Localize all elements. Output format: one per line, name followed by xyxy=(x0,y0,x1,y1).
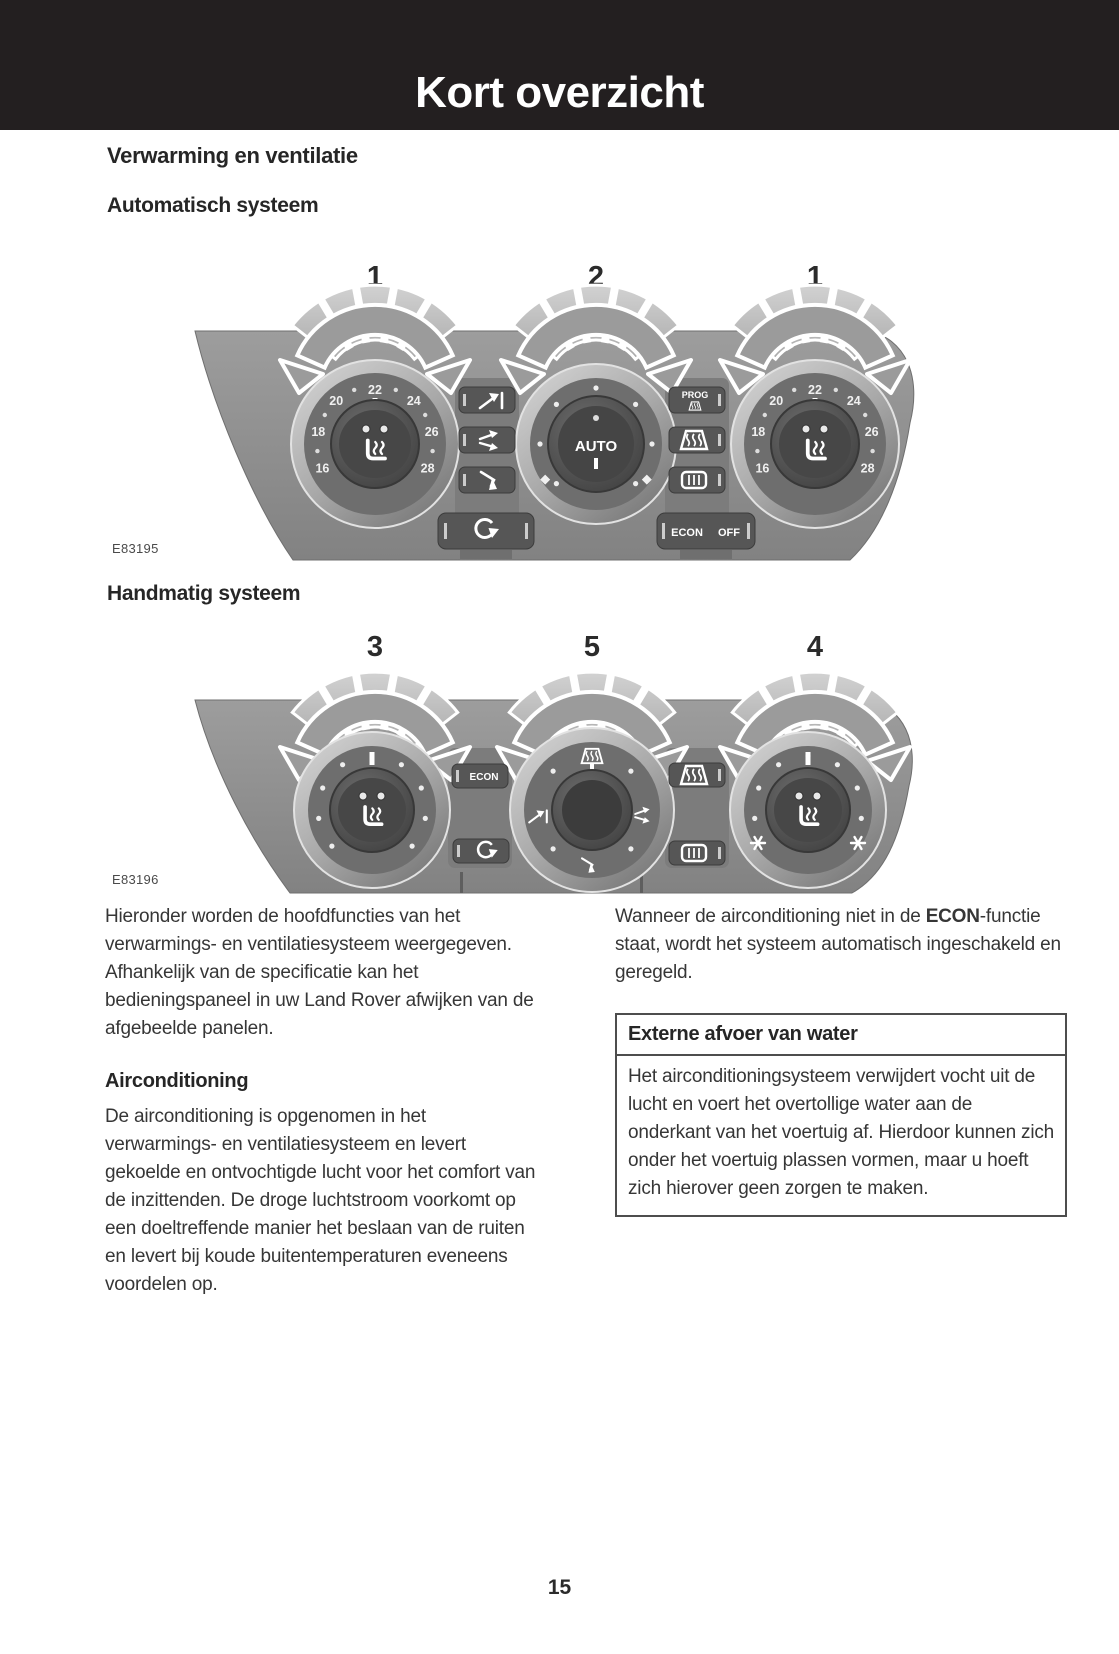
vent-bilevel-button xyxy=(458,426,516,454)
rear-defrost-button xyxy=(668,466,726,494)
airconditioning-heading: Airconditioning xyxy=(105,1070,249,1092)
rear-defrost-button xyxy=(668,840,726,866)
econ-off-button: ECON OFF xyxy=(656,512,756,550)
svg-text:22: 22 xyxy=(368,383,382,397)
automatic-climate-panel-illustration: 1 2 1 16 18 20 22 24 26 28 xyxy=(194,261,915,561)
econ-paragraph: Wanneer de airconditioning niet in de EC… xyxy=(615,906,1061,983)
callout-3: 3 xyxy=(367,631,383,663)
left-text-column: Hieronder worden de hoofdfuncties van he… xyxy=(105,903,542,1299)
figure-id-manual: E83196 xyxy=(112,872,159,887)
temperature-knob-left: 16 18 20 22 24 26 28 xyxy=(290,359,460,529)
callout-5: 5 xyxy=(584,631,600,663)
econ-label: ECON xyxy=(470,772,499,783)
off-label: OFF xyxy=(718,527,740,539)
svg-text:28: 28 xyxy=(421,462,435,476)
info-box-text: Het airconditioningsysteem verwijdert vo… xyxy=(628,1066,1055,1199)
manual-panel-figure: 3 5 4 xyxy=(140,590,1000,907)
right-text-column: Wanneer de airconditioning niet in de EC… xyxy=(615,903,1067,1217)
section-heading: Verwarming en ventilatie xyxy=(107,143,358,168)
econ-button: ECON xyxy=(451,763,509,789)
svg-text:26: 26 xyxy=(865,425,879,439)
defrost-buttons: PROG xyxy=(668,386,726,494)
air-distribution-knob xyxy=(509,727,675,893)
info-box-title: Externe afvoer van water xyxy=(617,1015,1065,1056)
seat-heater-knob-right xyxy=(729,731,887,889)
figure-id-automatic: E83195 xyxy=(112,541,159,556)
svg-text:18: 18 xyxy=(751,425,765,439)
vent-floor-button xyxy=(458,466,516,494)
prog-label: PROG xyxy=(682,390,709,400)
svg-text:24: 24 xyxy=(847,394,861,408)
svg-text:16: 16 xyxy=(755,462,769,476)
auto-label: AUTO xyxy=(575,438,618,455)
svg-text:16: 16 xyxy=(315,462,329,476)
econ-term: ECON xyxy=(925,906,980,927)
svg-text:20: 20 xyxy=(769,394,783,408)
seat-heater-knob-left xyxy=(293,731,451,889)
manual-climate-panel-illustration: 3 5 4 xyxy=(194,631,1000,894)
svg-text:18: 18 xyxy=(311,425,325,439)
automatic-system-heading: Automatisch systeem xyxy=(107,194,319,217)
airconditioning-paragraph: De airconditioning is opgenomen in het v… xyxy=(105,1106,536,1295)
svg-text:20: 20 xyxy=(329,394,343,408)
chapter-header-bar: Kort overzicht xyxy=(0,0,1119,130)
page-number: 15 xyxy=(547,1576,572,1599)
intro-paragraph: Hieronder worden de hoofdfuncties van he… xyxy=(105,906,534,1039)
auto-program-knob: AUTO xyxy=(515,363,677,525)
manual-system-heading: Handmatig systeem xyxy=(107,582,301,605)
prog-button: PROG xyxy=(668,386,726,414)
callout-4: 4 xyxy=(807,631,823,663)
water-drain-info-box: Externe afvoer van water Het airconditio… xyxy=(615,1013,1067,1217)
econ-label: ECON xyxy=(671,527,703,539)
svg-text:22: 22 xyxy=(808,383,822,397)
vent-face-button xyxy=(458,386,516,414)
temperature-knob-right: 16 18 20 22 24 26 28 xyxy=(730,359,900,529)
svg-text:26: 26 xyxy=(425,425,439,439)
windshield-defrost-button xyxy=(668,762,726,788)
recirculation-button xyxy=(437,512,535,550)
automatic-panel-figure: 1 2 1 16 18 20 22 24 26 28 xyxy=(140,228,1000,575)
recirculation-button xyxy=(452,838,510,864)
svg-text:28: 28 xyxy=(861,462,875,476)
svg-text:24: 24 xyxy=(407,394,421,408)
windshield-defrost-button xyxy=(668,426,726,454)
page-title: Kort overzicht xyxy=(415,68,704,117)
air-distribution-buttons xyxy=(458,386,516,494)
